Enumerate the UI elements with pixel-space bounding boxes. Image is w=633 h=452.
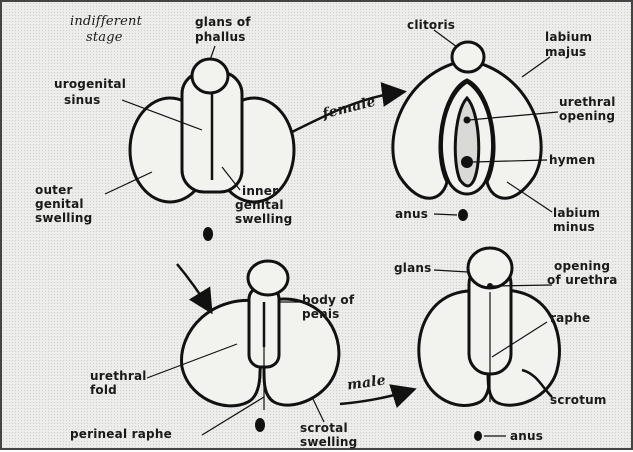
label-urethral-fold-1: urethral — [90, 370, 147, 382]
label-swelling: swelling — [35, 212, 92, 224]
arrow-to-male — [177, 264, 210, 310]
glans-early — [248, 261, 288, 295]
male-early-drawing — [182, 261, 339, 432]
label-phallus: phallus — [195, 31, 246, 43]
label-scrotum: scrotum — [550, 394, 607, 406]
label-clitoris: clitoris — [407, 19, 455, 31]
anus-dot-male-final — [474, 431, 482, 441]
label-stage: stage — [86, 31, 123, 44]
label-majus: majus — [545, 46, 586, 58]
label-male: male — [346, 374, 386, 391]
glans-final — [468, 248, 512, 288]
label-genital: genital — [35, 198, 84, 210]
label-sinus: sinus — [64, 94, 100, 106]
label-raphe: raphe — [550, 312, 590, 324]
label-urethral-fold-2: fold — [90, 384, 117, 396]
label-anus-male: anus — [510, 430, 543, 442]
anus-dot-indifferent — [203, 227, 213, 241]
label-scrotal-swelling: swelling — [300, 436, 357, 448]
label-inner-swelling: swelling — [235, 213, 292, 225]
label-urogenital: urogenital — [54, 78, 126, 90]
label-opening: opening — [559, 110, 615, 122]
label-penis: penis — [302, 308, 340, 320]
label-scrotal: scrotal — [300, 422, 348, 434]
label-urethral: urethral — [559, 96, 616, 108]
label-glans: glans — [394, 262, 432, 274]
anus-dot-male-early — [255, 418, 265, 432]
anus-dot-female — [458, 209, 468, 221]
hymen-dot — [461, 156, 473, 168]
label-labium: labium — [545, 31, 592, 43]
male-final-drawing — [419, 248, 560, 441]
glans-of-phallus — [192, 59, 228, 93]
label-body-of: body of — [302, 294, 354, 306]
label-anus-female: anus — [395, 208, 428, 220]
label-of-urethra: of urethra — [547, 274, 618, 286]
urethra-opening-dot — [487, 283, 493, 289]
label-indifferent: indifferent — [70, 15, 142, 28]
vestibule — [455, 98, 478, 186]
label-labium-minus-2: minus — [553, 221, 595, 233]
label-inner: inner — [242, 185, 278, 197]
label-hymen: hymen — [549, 154, 596, 166]
label-perineal-raphe: perineal raphe — [70, 428, 172, 440]
label-glans-of: glans of — [195, 16, 251, 28]
label-labium-minus-1: labium — [553, 207, 600, 219]
label-outer: outer — [35, 184, 73, 196]
female-drawing — [393, 42, 541, 221]
label-opening-of: opening — [554, 260, 610, 272]
label-inner-genital: genital — [235, 199, 284, 211]
